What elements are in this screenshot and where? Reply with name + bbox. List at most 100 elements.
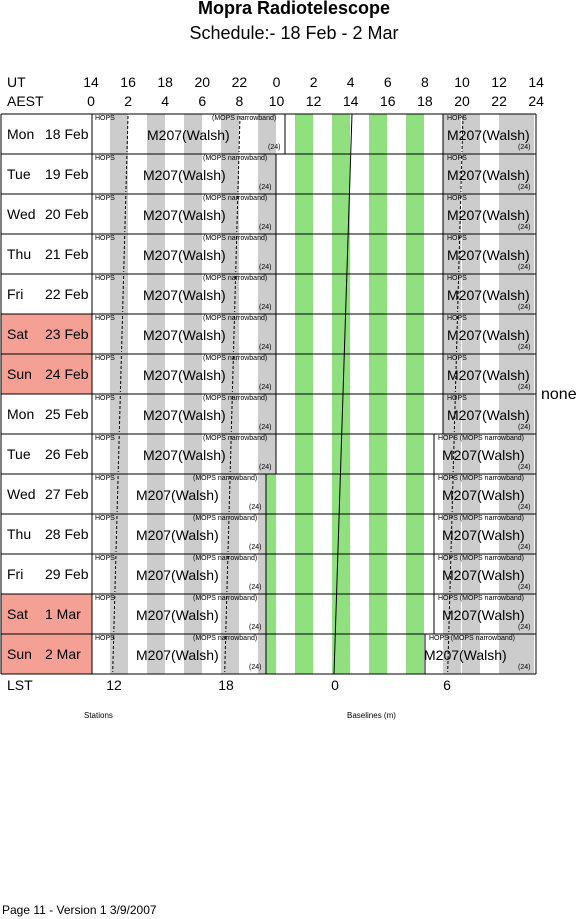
ut-tick: 6 <box>383 74 392 90</box>
hops-mops-label: HOPS (MOPS narrowband) <box>438 555 524 562</box>
count-label: (24) <box>518 184 531 191</box>
dashed-marker <box>450 515 453 553</box>
project-label: M207(Walsh) <box>442 487 525 503</box>
ut-tick: 10 <box>454 74 470 90</box>
day-date: 24 Feb <box>45 366 89 382</box>
count-label: (24) <box>518 624 531 631</box>
project-label: M207(Walsh) <box>424 647 507 663</box>
hops-label: HOPS <box>95 395 115 402</box>
dashed-marker <box>225 595 228 633</box>
hops-mops-label: HOPS (MOPS narrowband) <box>438 475 524 482</box>
lst-diagonal-line <box>333 113 353 675</box>
mops-label: (MOPS narrowband) <box>212 115 277 122</box>
dashed-marker <box>119 355 122 393</box>
count-label: (24) <box>259 184 272 191</box>
hops-label: HOPS <box>95 355 115 362</box>
hops-label: HOPS <box>95 435 115 442</box>
count-label: (24) <box>518 384 531 391</box>
right-margin <box>536 114 588 674</box>
lst-tick: 0 <box>331 677 339 693</box>
dashed-marker <box>237 155 240 193</box>
page-title: Mopra Radiotelescope <box>197 0 391 18</box>
count-label: (24) <box>259 304 272 311</box>
day-date: 19 Feb <box>45 166 89 182</box>
aest-tick: 2 <box>124 93 132 109</box>
dashed-marker <box>229 435 232 473</box>
dashed-marker <box>116 475 119 513</box>
hops-label: HOPS <box>95 275 115 282</box>
mops-label: (MOPS narrowband) <box>193 635 258 642</box>
aest-label: AEST <box>7 93 44 109</box>
mops-label: (MOPS narrowband) <box>203 195 268 202</box>
project-label: M207(Walsh) <box>136 647 219 663</box>
dashed-marker <box>233 315 235 353</box>
aest-tick: 0 <box>87 93 95 109</box>
dashed-marker <box>451 475 454 513</box>
day-date: 23 Feb <box>45 326 89 342</box>
dashed-marker <box>454 355 457 393</box>
dashed-marker <box>227 515 230 553</box>
project-label: M207(Walsh) <box>147 127 230 143</box>
baselines-label: Baselines (m) <box>347 711 396 720</box>
count-label: (24) <box>518 264 531 271</box>
weekend-highlight <box>1 314 92 354</box>
dashed-marker <box>238 115 241 153</box>
dashed-marker <box>224 635 227 673</box>
dashed-marker <box>125 155 128 193</box>
count-label: (24) <box>518 304 531 311</box>
mops-label: (MOPS narrowband) <box>193 555 258 562</box>
count-label: (24) <box>249 624 262 631</box>
hops-label: HOPS <box>95 195 115 202</box>
project-label: M207(Walsh) <box>447 247 530 263</box>
dashed-marker <box>113 595 116 633</box>
aest-tick: 8 <box>235 93 244 109</box>
count-label: (24) <box>518 664 531 671</box>
day-date: 21 Feb <box>45 246 89 262</box>
project-label: M207(Walsh) <box>143 207 226 223</box>
mops-label: (MOPS narrowband) <box>203 155 268 162</box>
dashed-marker <box>235 235 238 273</box>
ut-label: UT <box>7 74 26 90</box>
dashed-marker <box>456 315 458 353</box>
count-label: (24) <box>259 344 272 351</box>
day-name: Tue <box>7 166 31 182</box>
ut-tick: 8 <box>420 74 429 90</box>
mops-label: (MOPS narrowband) <box>203 435 268 442</box>
dashed-marker <box>121 315 123 353</box>
hops-label: HOPS <box>447 195 467 202</box>
dashed-marker <box>453 395 456 433</box>
count-label: (24) <box>249 664 262 671</box>
dashed-marker <box>234 275 237 313</box>
hops-label: HOPS <box>447 115 467 122</box>
day-date: 20 Feb <box>45 206 89 222</box>
none-label: none <box>541 386 577 403</box>
day-date: 1 Mar <box>45 606 81 622</box>
ut-tick: 18 <box>157 74 173 90</box>
day-name: Mon <box>7 406 35 422</box>
project-label: M207(Walsh) <box>442 567 525 583</box>
weekend-highlight <box>1 354 92 394</box>
stations-label: Stations <box>84 711 113 720</box>
aest-tick: 6 <box>198 93 207 109</box>
mops-label: (MOPS narrowband) <box>203 395 268 402</box>
dashed-marker <box>115 515 118 553</box>
weekend-highlight <box>1 634 92 674</box>
lst-label: LST <box>7 677 33 693</box>
count-label: (24) <box>518 224 531 231</box>
day-name: Mon <box>7 126 35 142</box>
ut-tick: 16 <box>120 74 136 90</box>
day-name: Sun <box>7 366 32 382</box>
project-label: M207(Walsh) <box>447 167 530 183</box>
project-label: M207(Walsh) <box>143 367 226 383</box>
page-subtitle: Schedule:- 18 Feb - 2 Mar <box>189 23 399 43</box>
ut-tick: 14 <box>528 74 544 90</box>
dashed-marker <box>126 115 129 153</box>
day-name: Sat <box>7 606 29 622</box>
mops-label: (MOPS narrowband) <box>203 315 268 322</box>
